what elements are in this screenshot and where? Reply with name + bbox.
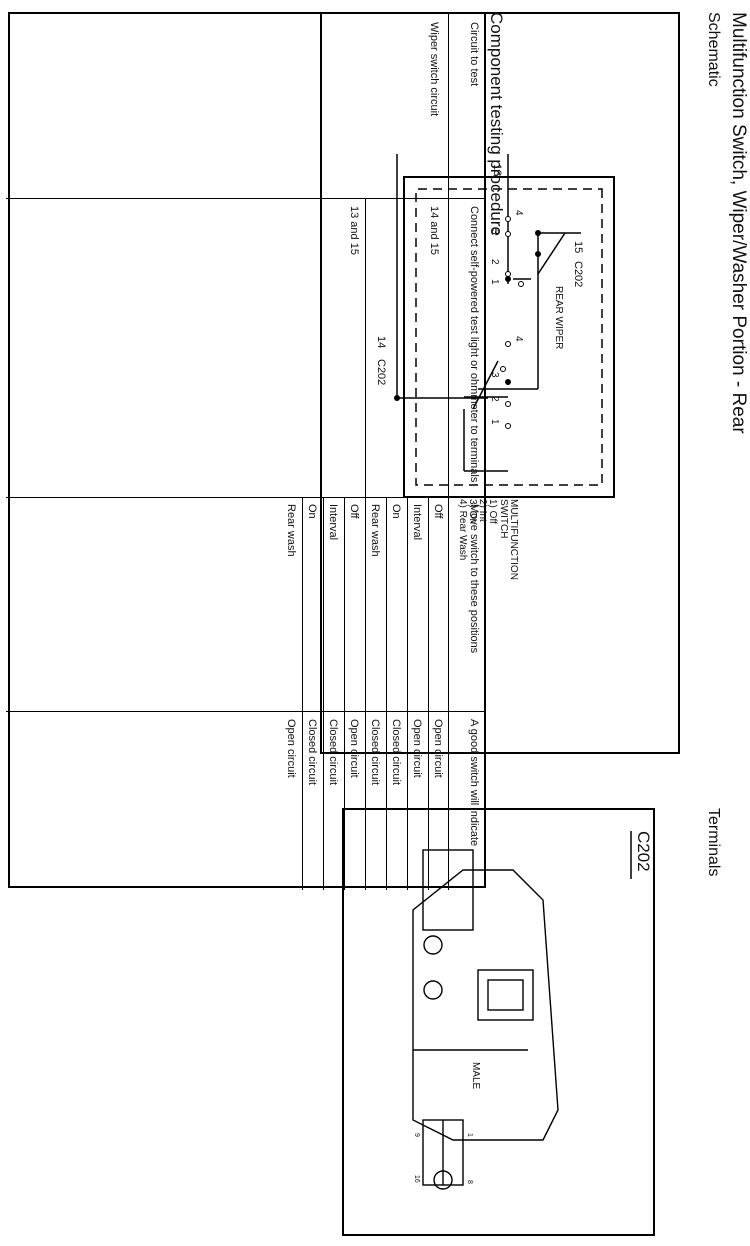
testing-heading: Component testing procedure bbox=[487, 12, 506, 236]
switch-position: Off bbox=[348, 504, 360, 519]
wire-14-label: 14 bbox=[375, 336, 387, 348]
junction-dot bbox=[505, 379, 511, 385]
legend-line: MULTIFUNCTION bbox=[508, 499, 519, 580]
table-divider bbox=[407, 497, 408, 890]
table-divider bbox=[323, 497, 324, 890]
table-divider bbox=[448, 14, 449, 890]
legend-line: 4) Rear Wash bbox=[457, 499, 468, 560]
pin-label-8: 8 bbox=[466, 1180, 473, 1184]
rear-wiper-label: REAR WIPER bbox=[553, 286, 564, 349]
connector-drawing: C202 MALE 1 8 9 16 bbox=[412, 831, 653, 1190]
table-divider bbox=[386, 497, 387, 890]
contact-upper-3 bbox=[505, 231, 511, 237]
header-indicate: A good switch will indicate bbox=[468, 719, 480, 847]
switch-position: Interval bbox=[327, 504, 339, 541]
mount-hole-1 bbox=[423, 935, 443, 955]
contact-upper-2 bbox=[505, 271, 511, 277]
junction-dot bbox=[535, 230, 541, 236]
upper-switch-blade bbox=[537, 232, 566, 275]
expected-result: Closed circuit bbox=[369, 719, 381, 786]
table-divider bbox=[344, 497, 345, 890]
switch-position: Interval bbox=[411, 504, 423, 541]
upper-position-3: 3 bbox=[489, 229, 500, 235]
table-divider bbox=[365, 198, 366, 890]
header-circuit: Circuit to test bbox=[468, 22, 480, 87]
mount-hole-2 bbox=[423, 980, 443, 1000]
lower-position-4: 4 bbox=[513, 336, 524, 342]
schematic-frame: 15 C202 13 REAR WIPER 14 C202 4 3 2 1 4 … bbox=[320, 12, 680, 754]
wire-15-connector-label: C202 bbox=[572, 261, 584, 287]
legend-line: 2) Int bbox=[477, 499, 488, 522]
upper-position-2: 2 bbox=[489, 259, 500, 265]
header-connect: Connect self-powered test light or ohmme… bbox=[468, 206, 480, 483]
legend-line: 1) Off bbox=[487, 499, 498, 524]
pin-label-9: 9 bbox=[413, 1133, 420, 1137]
wire-15-label: 15 bbox=[572, 241, 584, 253]
connector-key bbox=[477, 969, 534, 1021]
wire-13-label: 13 bbox=[491, 164, 503, 176]
wire-14-connector-label: C202 bbox=[375, 359, 387, 385]
table-divider bbox=[428, 497, 429, 890]
junction-dots bbox=[394, 230, 541, 401]
table-divider bbox=[6, 497, 484, 498]
legend-line: SWITCH bbox=[498, 499, 509, 538]
junction-dot bbox=[505, 276, 511, 282]
contact-lower-2 bbox=[505, 401, 511, 407]
junction-dot bbox=[535, 251, 541, 257]
upper-position-4: 4 bbox=[513, 210, 524, 216]
lower-position-3: 3 bbox=[489, 372, 500, 378]
switch-positions-legend: MULTIFUNCTION SWITCH 1) Off 2) Int 3) On… bbox=[457, 499, 519, 580]
switch-position: Off bbox=[432, 504, 444, 519]
expected-result: Closed circuit bbox=[390, 719, 402, 786]
schematic-heading: Schematic bbox=[705, 12, 722, 87]
switch-position: On bbox=[390, 504, 402, 519]
expected-result: Closed circuit bbox=[327, 719, 339, 786]
terminal-pair: 14 and 15 bbox=[428, 206, 440, 255]
expected-result: Open circuit bbox=[432, 719, 444, 778]
connector-key-inner bbox=[487, 979, 524, 1011]
lower-switch-blade bbox=[472, 360, 499, 410]
connector-housing bbox=[412, 869, 559, 1141]
switch-position: Rear wash bbox=[285, 504, 297, 557]
contact-upper-4 bbox=[505, 216, 511, 222]
page-title: Multifunction Switch, Wiper/Washer Porti… bbox=[728, 12, 749, 434]
legend-line: 3) On bbox=[467, 499, 478, 524]
gender-label: MALE bbox=[470, 1062, 481, 1090]
table-divider bbox=[6, 198, 484, 199]
connector-id-label: C202 bbox=[634, 831, 653, 872]
junction-dot bbox=[394, 395, 400, 401]
schematic-diagram: 15 C202 13 REAR WIPER 14 C202 4 3 2 1 4 … bbox=[375, 154, 615, 580]
testing-table: Circuit to test Connect self-powered tes… bbox=[6, 12, 486, 890]
lower-position-1: 1 bbox=[489, 419, 500, 425]
expected-result: Open circuit bbox=[348, 719, 360, 778]
switch-position: On bbox=[306, 504, 318, 519]
upper-position-1: 1 bbox=[489, 279, 500, 285]
header-move: Move switch to these positions bbox=[468, 504, 480, 654]
table-divider bbox=[6, 711, 484, 712]
terminal-pair: 13 and 15 bbox=[348, 206, 360, 255]
switch-dashed-outline bbox=[415, 188, 603, 486]
contact-upper-1 bbox=[518, 281, 524, 287]
pin-label-16: 16 bbox=[413, 1175, 420, 1183]
switch-contacts bbox=[500, 216, 524, 429]
terminals-frame: C202 MALE 1 8 9 16 bbox=[342, 808, 655, 1236]
lower-position-2: 2 bbox=[489, 396, 500, 402]
table-divider bbox=[302, 497, 303, 890]
switch-outer-outline bbox=[403, 176, 615, 498]
circuit-name: Wiper switch circuit bbox=[428, 22, 440, 117]
expected-result: Closed circuit bbox=[306, 719, 318, 786]
expected-result: Open circuit bbox=[285, 719, 297, 778]
contact-lower-3 bbox=[500, 366, 506, 372]
contact-lower-1 bbox=[505, 423, 511, 429]
expected-result: Open circuit bbox=[411, 719, 423, 778]
switch-position: Rear wash bbox=[369, 504, 381, 557]
pin-label-1: 1 bbox=[466, 1133, 473, 1137]
connector-body bbox=[412, 849, 559, 1190]
contact-lower-4 bbox=[505, 341, 511, 347]
terminals-heading: Terminals bbox=[705, 808, 722, 877]
